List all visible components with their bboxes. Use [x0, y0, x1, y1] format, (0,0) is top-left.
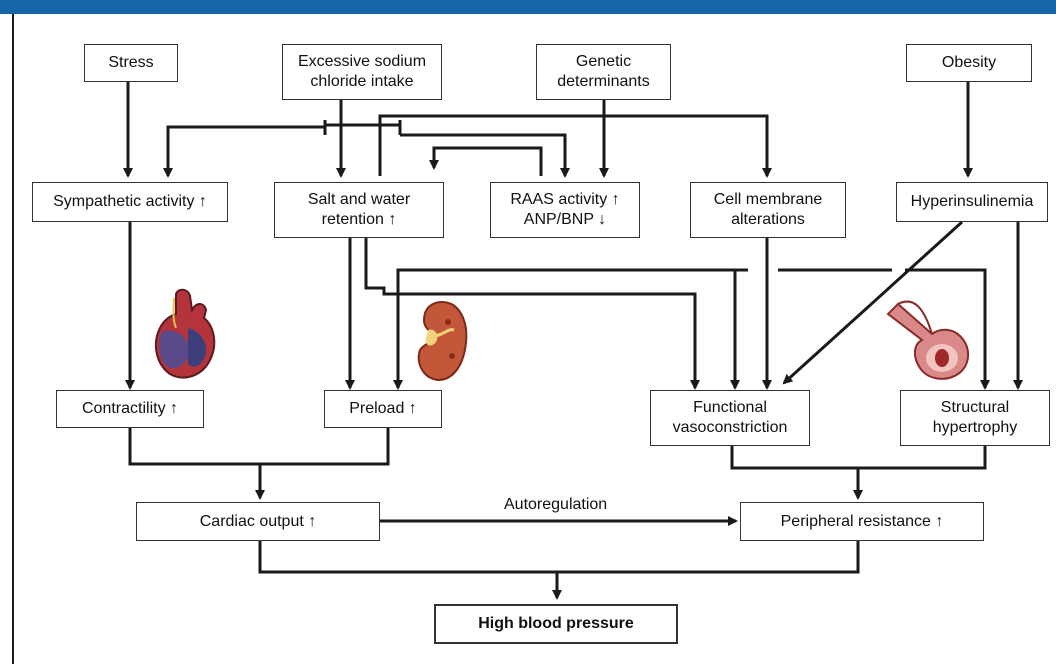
node-sodium: Excessive sodium chloride intake	[282, 44, 442, 100]
edge-bus-structural	[778, 268, 985, 388]
node-preload: Preload ↑	[324, 390, 442, 428]
edge-to-high-bp	[258, 541, 860, 598]
edge-raas-salt	[429, 146, 543, 176]
page-border	[12, 14, 14, 664]
node-genetic: Genetic determinants	[536, 44, 671, 100]
heart-icon	[154, 288, 216, 379]
node-functional: Functional vasoconstriction	[650, 390, 810, 446]
kidney-icon	[417, 300, 468, 382]
node-hyperinsulinemia: Hyperinsulinemia	[896, 182, 1048, 222]
edge-to-peripheral	[730, 446, 987, 498]
blood-vessel-icon	[886, 300, 969, 380]
node-contractility: Contractility ↑	[56, 390, 204, 428]
node-cardiac-output: Cardiac output ↑	[136, 502, 380, 541]
edge-bus-preload	[393, 268, 748, 390]
node-peripheral: Peripheral resistance ↑	[740, 502, 984, 541]
node-structural: Structural hypertrophy	[900, 390, 1050, 446]
edge-sodium-raas	[400, 133, 570, 178]
node-cell-membrane: Cell membrane alterations	[690, 182, 846, 238]
header-bar	[0, 0, 1056, 14]
node-salt-water: Salt and water retention ↑	[274, 182, 444, 238]
edge-sodium-sympathetic	[163, 125, 325, 178]
edge-hyperinsulinemia-functional	[782, 220, 964, 385]
edge-sodium-bus	[323, 120, 402, 135]
edge-label-autoregulation: Autoregulation	[504, 496, 608, 513]
node-high-blood-pressure: High blood pressure	[434, 604, 678, 644]
node-raas: RAAS activity ↑ ANP/BNP ↓	[490, 182, 640, 238]
node-sympathetic: Sympathetic activity ↑	[32, 182, 228, 222]
edge-salt-functional	[364, 238, 700, 390]
node-obesity: Obesity	[906, 44, 1032, 82]
node-stress: Stress	[84, 44, 178, 82]
edge-genetic-salt	[378, 114, 772, 178]
edge-to-cardiac-output	[128, 428, 390, 498]
